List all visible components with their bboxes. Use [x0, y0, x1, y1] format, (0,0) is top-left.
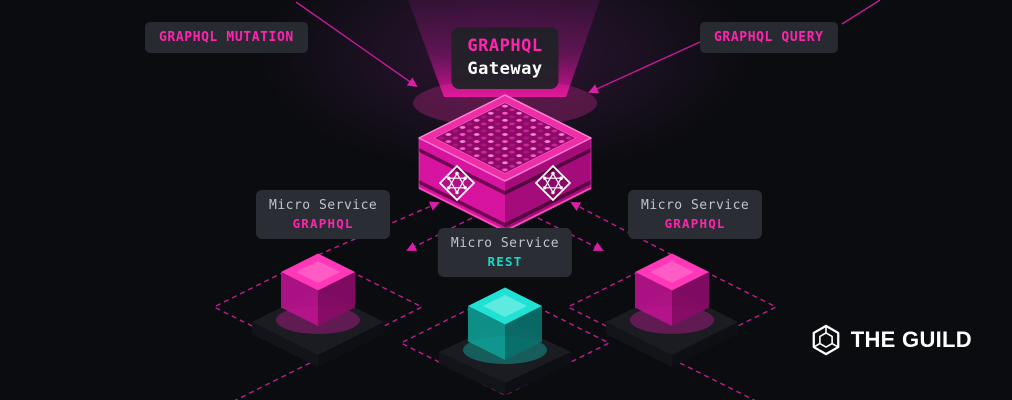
microservice-label-left: Micro Service GRAPHQL [256, 190, 391, 239]
the-guild-logo: THE GUILD [810, 324, 972, 356]
microservice-label-right: Micro Service GRAPHQL [628, 190, 763, 239]
microservice-center-title: Micro Service [450, 236, 560, 251]
microservice-left-type: GRAPHQL [292, 216, 354, 231]
microservice-right-type: GRAPHQL [664, 216, 726, 231]
center-floor-diamond [399, 290, 611, 396]
microservice-center-type: REST [487, 254, 523, 269]
graphql-logo-icon [535, 165, 571, 201]
microservice-right-title: Micro Service [641, 198, 750, 213]
gateway-platform [418, 94, 592, 233]
graphql-logo-icon [439, 165, 475, 201]
microservice-cube-left [252, 253, 384, 367]
guild-hexagon-icon [812, 324, 840, 356]
gateway-label-line2: Gateway [467, 58, 543, 79]
microservice-label-center: Micro Service REST [437, 228, 573, 277]
graphql-gateway-label: GRAPHQL Gateway [451, 27, 559, 89]
microservice-cube-center [439, 287, 571, 395]
right-floor-diamond [566, 254, 778, 360]
gateway-label-line1: GRAPHQL [467, 36, 543, 56]
left-floor-diamond [212, 254, 424, 360]
microservice-left-title: Micro Service [269, 198, 378, 213]
guild-logo-text: THE GUILD [850, 327, 972, 352]
graphql-query-label: GRAPHQL QUERY [700, 22, 838, 53]
graphql-mutation-label: GRAPHQL MUTATION [145, 22, 308, 53]
microservice-cube-right [606, 253, 738, 367]
connector-lines [212, 0, 881, 400]
